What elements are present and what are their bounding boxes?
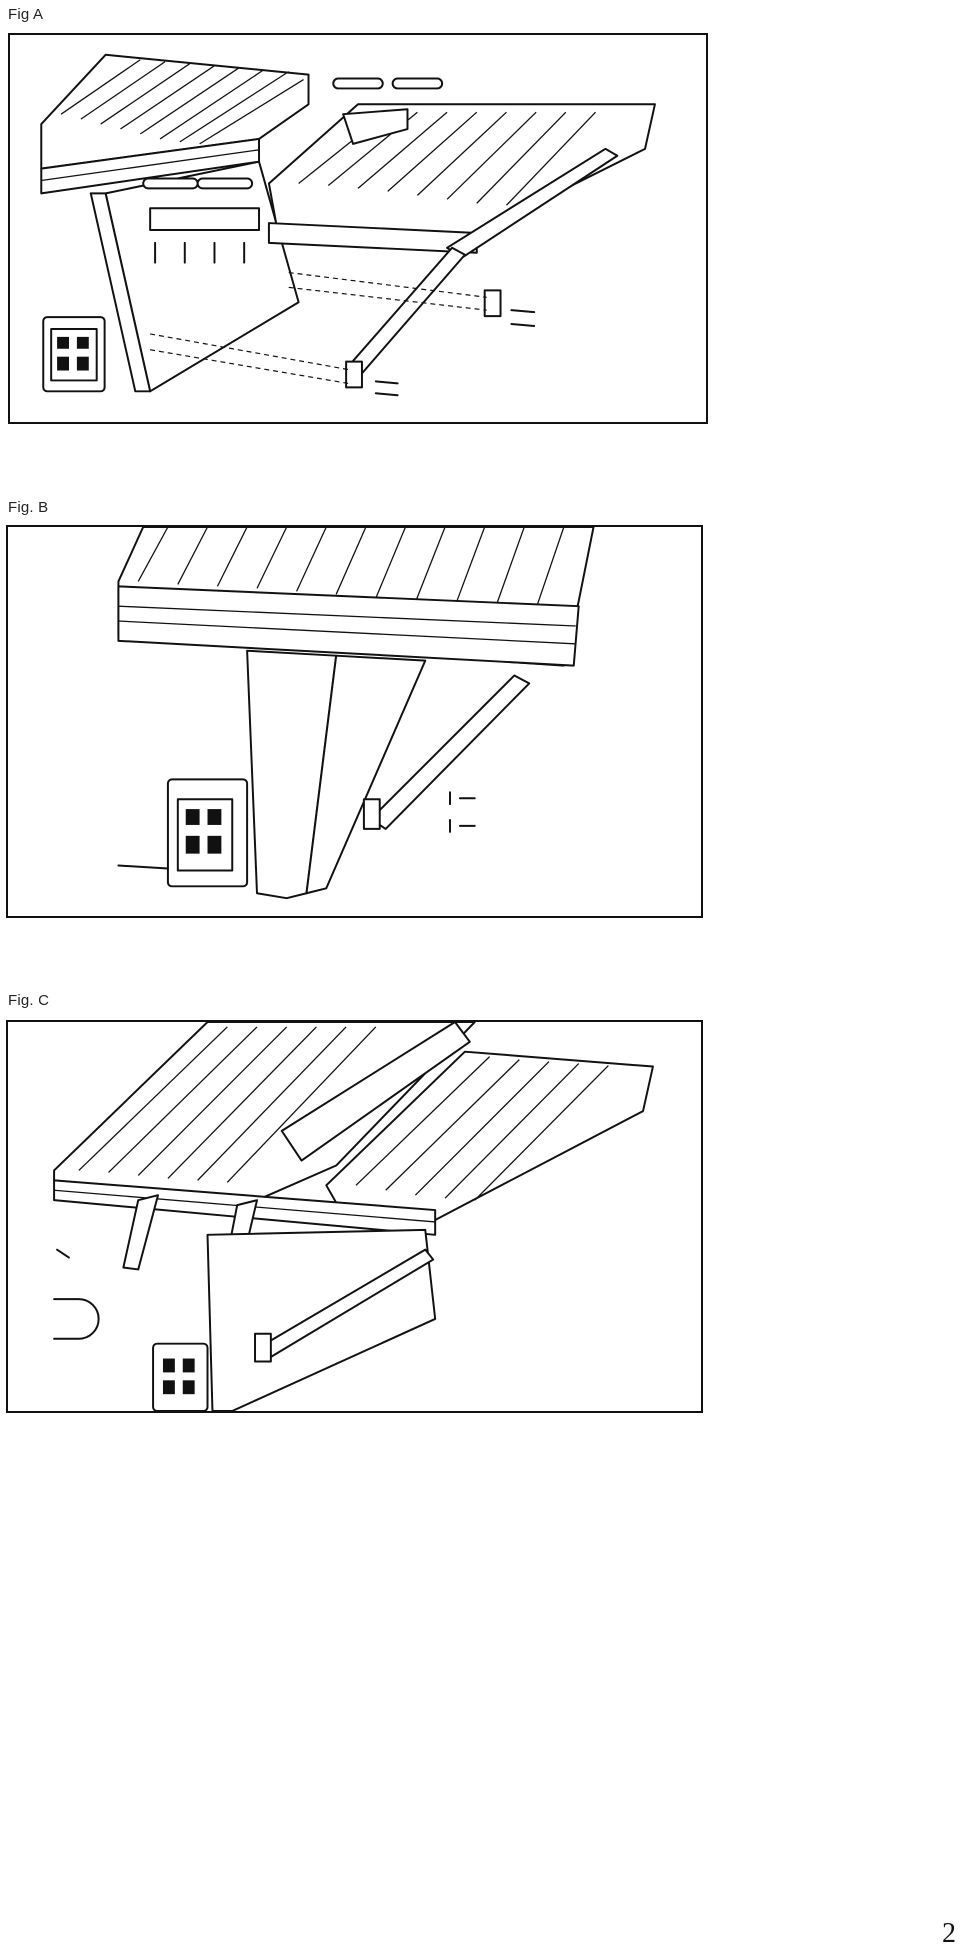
figure-a-caption: Fig A bbox=[8, 6, 44, 23]
figure-c-caption: Fig. C bbox=[8, 992, 50, 1009]
page-number: 2 bbox=[942, 1918, 956, 1949]
figure-b-drawing bbox=[6, 525, 703, 918]
figure-c-illustration bbox=[53, 1022, 654, 1411]
figure-b-caption: Fig. B bbox=[8, 499, 49, 516]
figure-c-drawing bbox=[6, 1020, 703, 1413]
figure-b-illustration bbox=[117, 527, 595, 900]
figure-a-drawing bbox=[8, 33, 708, 424]
figure-a-illustration bbox=[40, 53, 656, 397]
